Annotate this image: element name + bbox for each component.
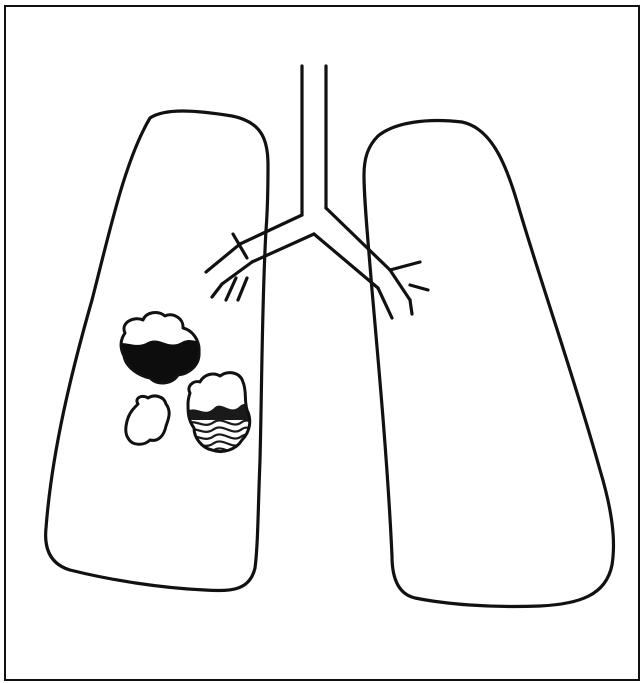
left-main-bronchus [206,215,314,300]
right-bronchus-branch-lower [378,288,392,318]
lesion-solid-upper [110,313,210,400]
right-bronchus-tick-a [410,300,412,314]
left-bronchus-branch-upper [206,244,240,272]
right-bronchus-branch-mid [390,270,410,300]
trachea [302,66,326,215]
right-bronchus-tick-b [410,285,428,290]
left-bronchus-tick-b [212,284,222,297]
lesion-outline-small [126,396,169,444]
right-lung-outline [364,121,614,607]
left-bronchus-lower-wall [252,234,314,262]
right-bronchus-branch-upper [390,262,420,270]
frame-border [5,6,639,680]
hatch-line-4 [186,441,256,446]
lesion-solid-fill [110,340,210,400]
right-bronchus-upper-wall [326,208,390,270]
left-bronchus-tick-d [238,278,247,300]
left-bronchus-upper-wall [240,215,302,244]
lesion-hatched [186,373,256,453]
hatch-line-1 [186,420,256,425]
hatch-line-2 [186,427,256,432]
